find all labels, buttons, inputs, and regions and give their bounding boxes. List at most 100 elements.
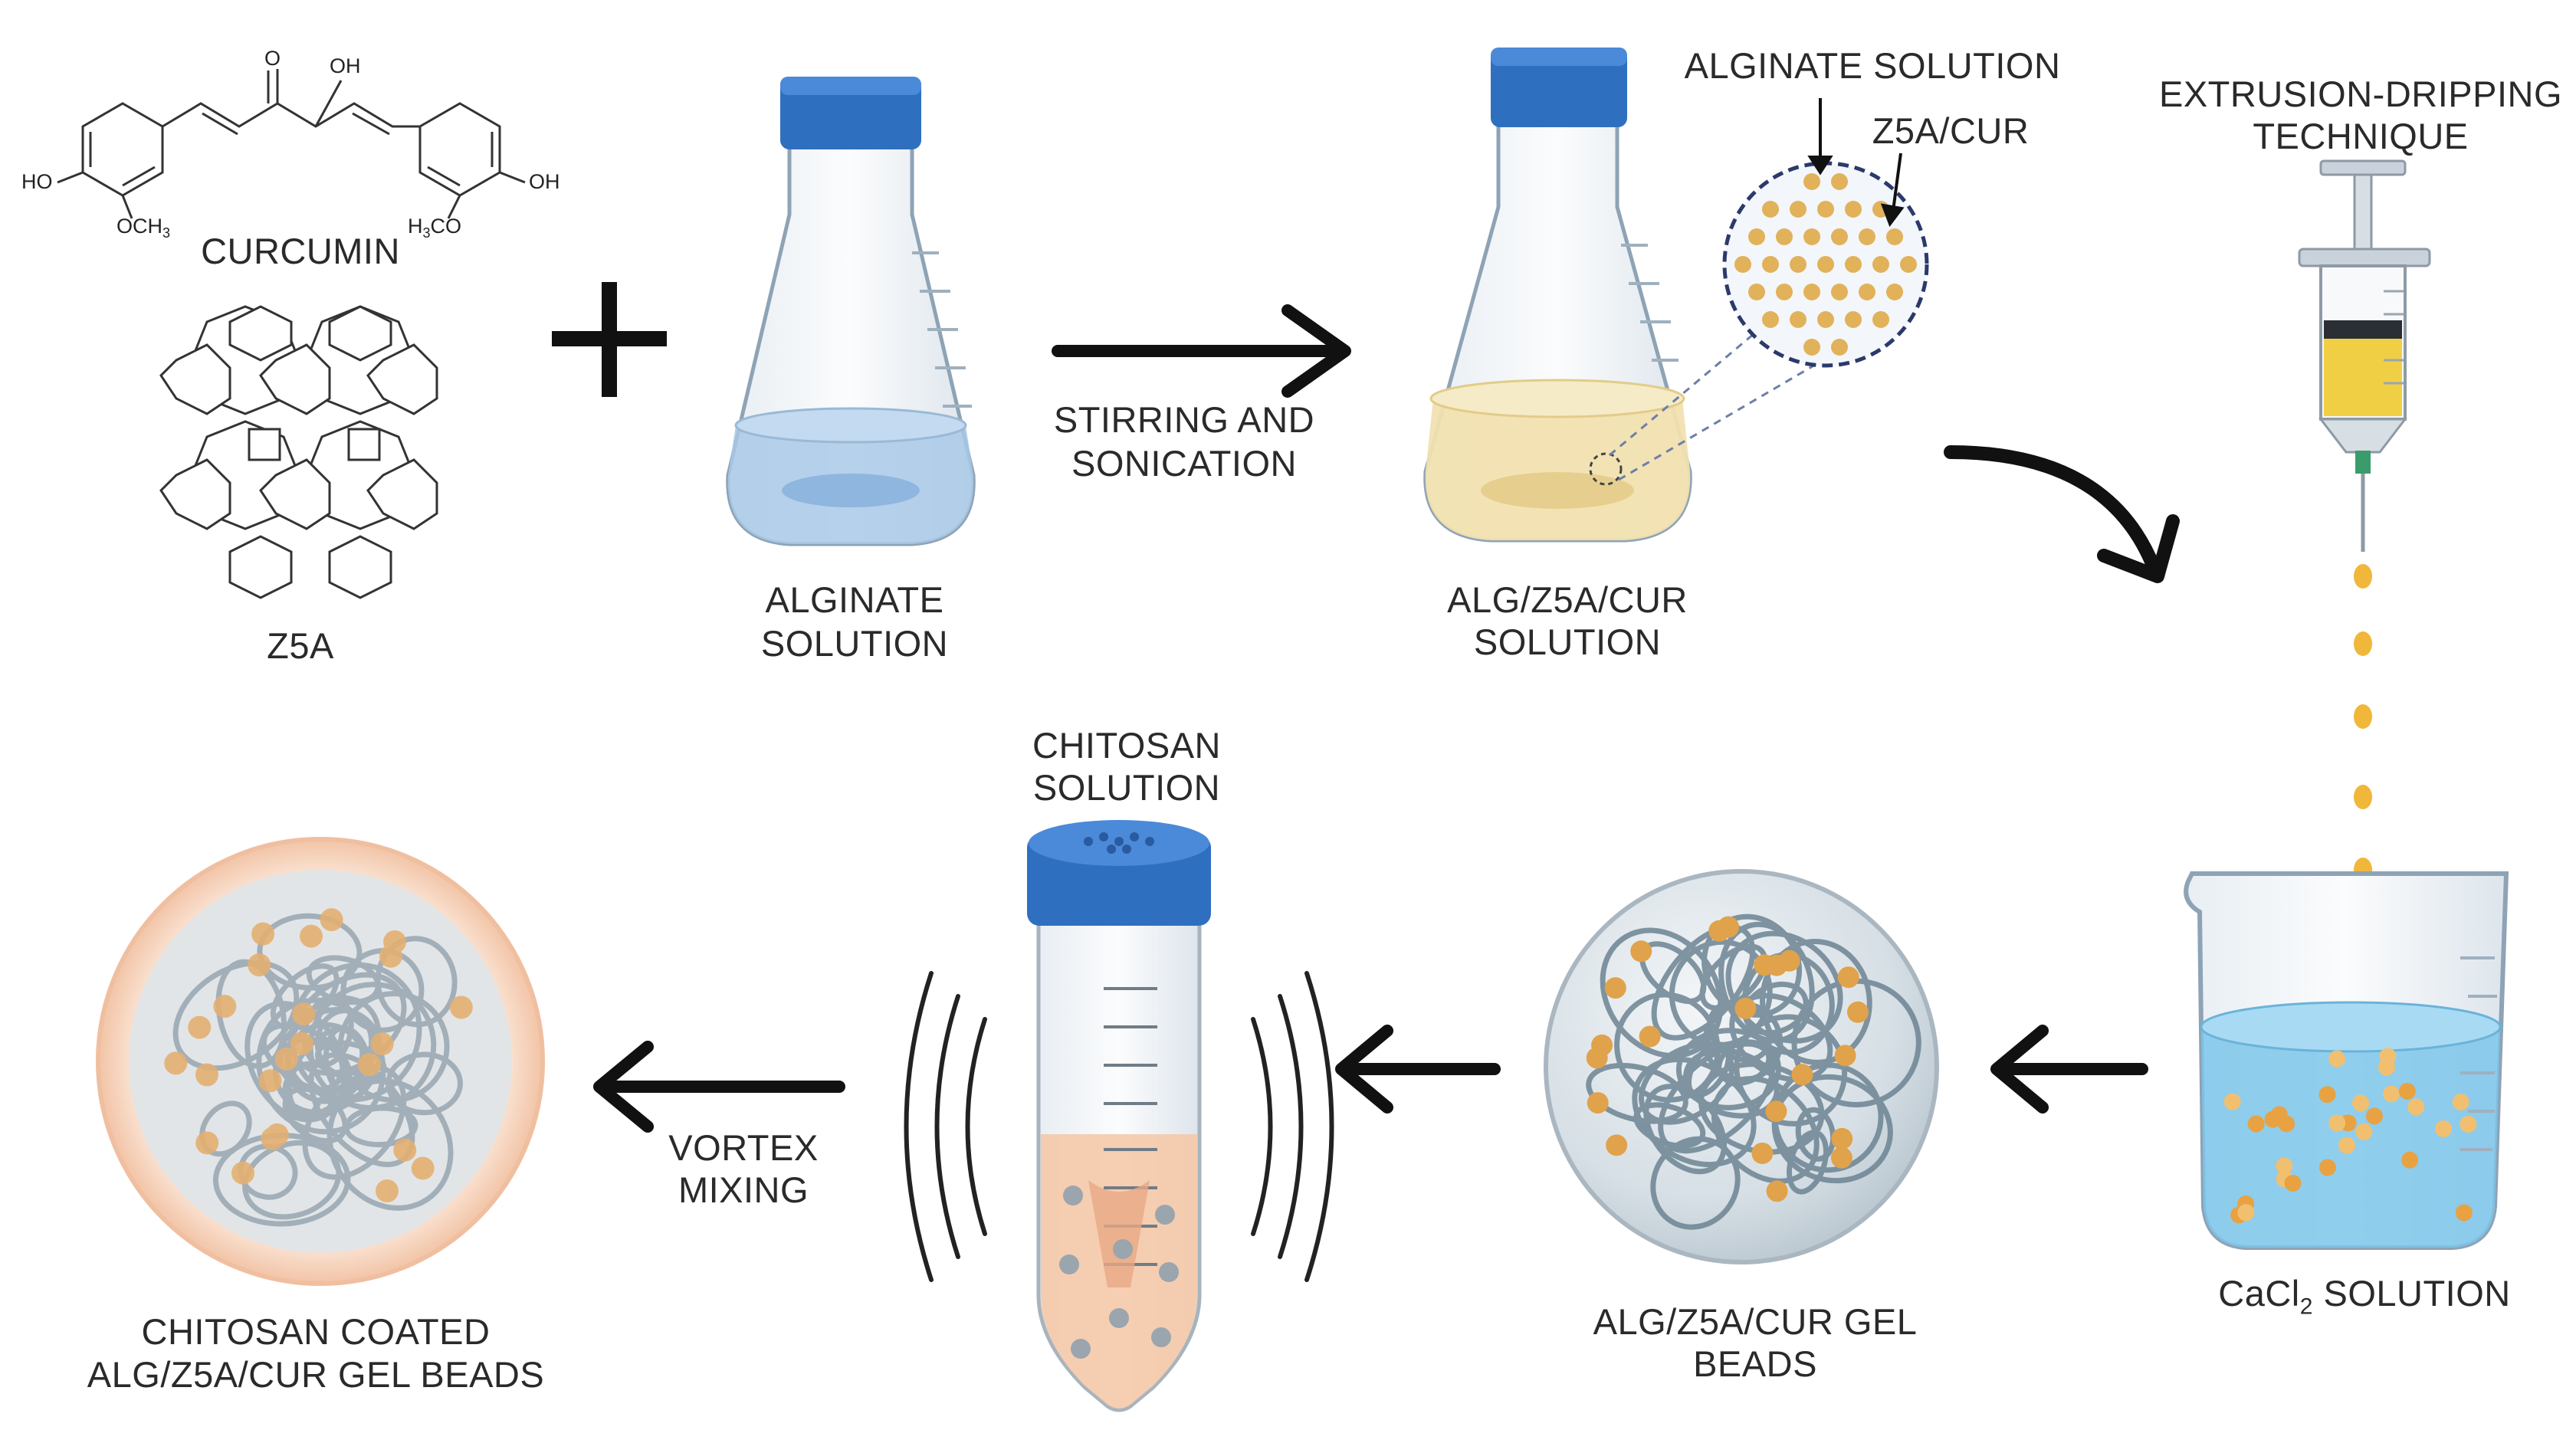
bead-particle (231, 1161, 254, 1185)
polymer-loop (1711, 1076, 1820, 1184)
bead-particle (292, 1002, 316, 1026)
label-extrusion-1: EXTRUSION-DRIPPING (2158, 74, 2563, 114)
label-stirring-1: STIRRING AND (1053, 399, 1315, 440)
bead-particle (1718, 916, 1740, 938)
label-vortex-2: MIXING (678, 1169, 809, 1210)
bead-particle (251, 922, 275, 946)
z5a-zeolite-structure (159, 305, 438, 599)
beaker-bead (2284, 1174, 2302, 1192)
tube-bead (1159, 1262, 1179, 1282)
bead-particle (258, 1069, 282, 1093)
bead-particle (1847, 1001, 1869, 1023)
beaker-bead (2328, 1050, 2346, 1068)
beaker-bead (2365, 1107, 2383, 1125)
zoom-particle (1776, 284, 1793, 300)
beaker-bead (2452, 1093, 2469, 1110)
beaker-bead (2247, 1115, 2265, 1133)
zoom-particle (1776, 228, 1793, 245)
beaker-bead (2318, 1159, 2336, 1176)
label-alg-solution-1: ALG/Z5A/CUR (1447, 579, 1688, 620)
zoom-particle (1900, 256, 1917, 273)
tube-bead (1151, 1327, 1171, 1347)
label-alg-solution-2: SOLUTION (1473, 622, 1662, 662)
alginate-flask (726, 77, 976, 546)
bead-particle (290, 1032, 313, 1055)
zoom-particle (1831, 173, 1848, 190)
bead-particle (300, 924, 323, 948)
beaker-bead (2434, 1120, 2452, 1137)
polymer-loop (1669, 939, 1773, 1048)
chitosan-tube (1027, 820, 1211, 1412)
bead-particle (213, 995, 237, 1018)
zoom-particle (1803, 173, 1820, 190)
bead-particle (1751, 1142, 1774, 1164)
bead-particle (1639, 1025, 1661, 1048)
zoom-particle (1762, 201, 1779, 218)
bead-particle (195, 1131, 219, 1155)
zoom-particle (1734, 256, 1751, 273)
beaker-bead (2407, 1098, 2425, 1116)
label-zoom-alginate: ALGINATE SOLUTION (1684, 45, 2061, 86)
zoom-particle (1762, 311, 1779, 328)
label-vortex-1: VORTEX (668, 1127, 819, 1168)
polymer-loop (1586, 1063, 1688, 1124)
beaker-bead (2401, 1151, 2419, 1169)
bead-particle (1734, 997, 1757, 1019)
bead-particle (1837, 966, 1859, 989)
arrow-right-stirring (1052, 304, 1351, 398)
vortex-motion-lines (904, 971, 1334, 1282)
chem-oh-top: OH (330, 54, 361, 77)
bead-particle (411, 1156, 435, 1180)
bead-particle (1778, 950, 1800, 972)
polymer-loop (306, 955, 381, 1005)
polymer-loop (1675, 1028, 1781, 1110)
curcumin-structure (57, 69, 526, 219)
beaker-bead (2352, 1094, 2370, 1112)
bead-particle (1791, 1064, 1813, 1086)
chitosan-coated-bead (96, 837, 545, 1286)
arrow-left-gel-beads (1335, 1025, 1501, 1113)
label-gel-beads-1: ALG/Z5A/CUR GEL (1593, 1301, 1918, 1342)
beaker-bead (2270, 1106, 2288, 1123)
polymer-loop (386, 1051, 463, 1116)
bead-particle (383, 930, 407, 953)
tube-bead (1059, 1255, 1079, 1274)
zoom-particle (1845, 311, 1862, 328)
zoom-particle (1817, 311, 1834, 328)
beaker-bead (2318, 1086, 2336, 1104)
bead-particle (370, 1032, 394, 1056)
zoom-particle (1872, 311, 1889, 328)
zoom-particle (1817, 201, 1834, 218)
zoom-particle (1845, 201, 1862, 218)
zoom-particle (1831, 284, 1848, 300)
zoom-particle (1817, 256, 1834, 273)
zoom-particle (1762, 256, 1779, 273)
tube-bead (1155, 1205, 1175, 1225)
label-curcumin: CURCUMIN (201, 231, 400, 271)
zoom-circle (1722, 161, 1929, 368)
zoom-particle (1886, 228, 1903, 245)
bead-particle (248, 953, 271, 977)
label-extrusion-2: TECHNIQUE (2253, 116, 2469, 156)
label-alginate-solution-1: ALGINATE (765, 579, 944, 620)
label-cacl2-solution: CaCl2 SOLUTION (2218, 1273, 2511, 1320)
bead-particle (274, 1047, 298, 1071)
zoom-particle (1886, 284, 1903, 300)
zoom-particle (1872, 256, 1889, 273)
bead-particle (195, 1063, 218, 1087)
bead-particle (1766, 1180, 1788, 1202)
bead-particle (1606, 1134, 1628, 1156)
beaker-bead (2276, 1157, 2293, 1175)
bead-particle (1765, 1100, 1787, 1123)
zoom-particle (1831, 339, 1848, 356)
beaker-bead (2338, 1136, 2355, 1154)
label-zoom-z5acur: Z5A/CUR (1872, 110, 2030, 151)
zoom-particle (1831, 228, 1848, 245)
bead-particle (1834, 1045, 1856, 1067)
polymer-loop (1685, 1041, 1731, 1098)
beaker-bead (2237, 1204, 2255, 1222)
zoom-particle (1803, 284, 1820, 300)
label-chitosan-2: SOLUTION (1032, 767, 1221, 808)
polymer-loop (172, 960, 300, 1071)
